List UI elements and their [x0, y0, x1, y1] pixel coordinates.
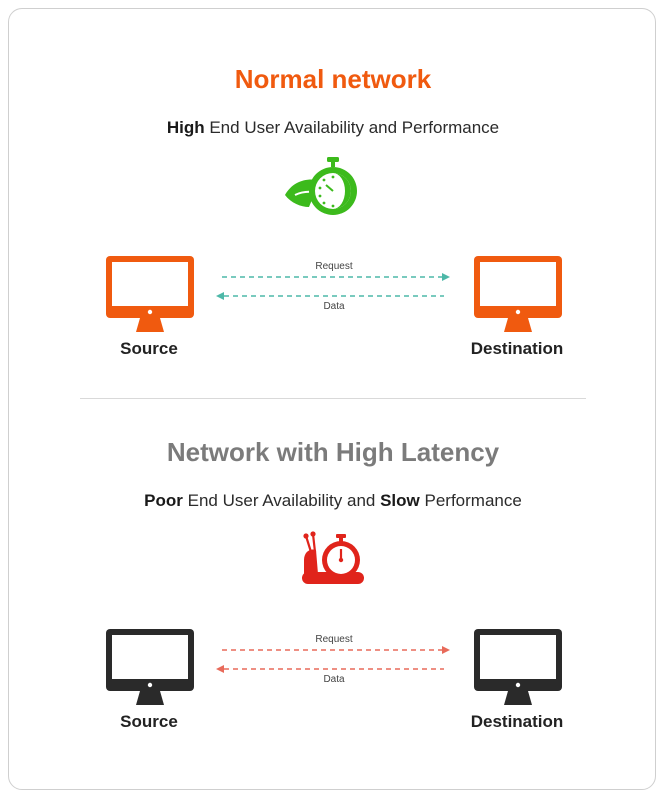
request-arrow — [222, 646, 450, 654]
destination-monitor-icon — [474, 629, 562, 705]
normal-network-title: Normal network — [234, 64, 432, 94]
fast-stopwatch-leaf-icon — [285, 157, 357, 215]
normal-network-subtitle: High End User Availability and Performan… — [0, 118, 666, 138]
subtitle-text: End User Availability and Performance — [204, 118, 500, 137]
section-divider — [80, 398, 586, 399]
subtitle-emphasis-slow: Slow — [380, 491, 420, 510]
destination-label: Destination — [470, 712, 564, 731]
request-arrow-label: Request — [315, 634, 353, 645]
request-arrow-label: Request — [315, 261, 353, 272]
source-monitor-icon — [106, 629, 194, 705]
latency-network-title: Network with High Latency — [166, 437, 500, 467]
snail-stopwatch-icon — [302, 531, 364, 584]
subtitle-emphasis-poor: Poor — [144, 491, 183, 510]
subtitle-emphasis: High — [166, 118, 205, 137]
request-arrow — [222, 273, 450, 281]
source-label: Source — [120, 712, 178, 731]
source-monitor-icon — [106, 256, 194, 332]
data-arrow-label: Data — [323, 301, 345, 312]
data-arrow — [216, 665, 444, 673]
data-arrow-label: Data — [323, 674, 345, 685]
subtitle-text-mid: End User Availability and — [182, 491, 381, 510]
source-label: Source — [120, 339, 178, 358]
latency-network-subtitle: Poor End User Availability and Slow Perf… — [0, 491, 666, 511]
subtitle-text-end: Performance — [419, 491, 522, 510]
destination-label: Destination — [470, 339, 564, 358]
destination-monitor-icon — [474, 256, 562, 332]
data-arrow — [216, 292, 444, 300]
